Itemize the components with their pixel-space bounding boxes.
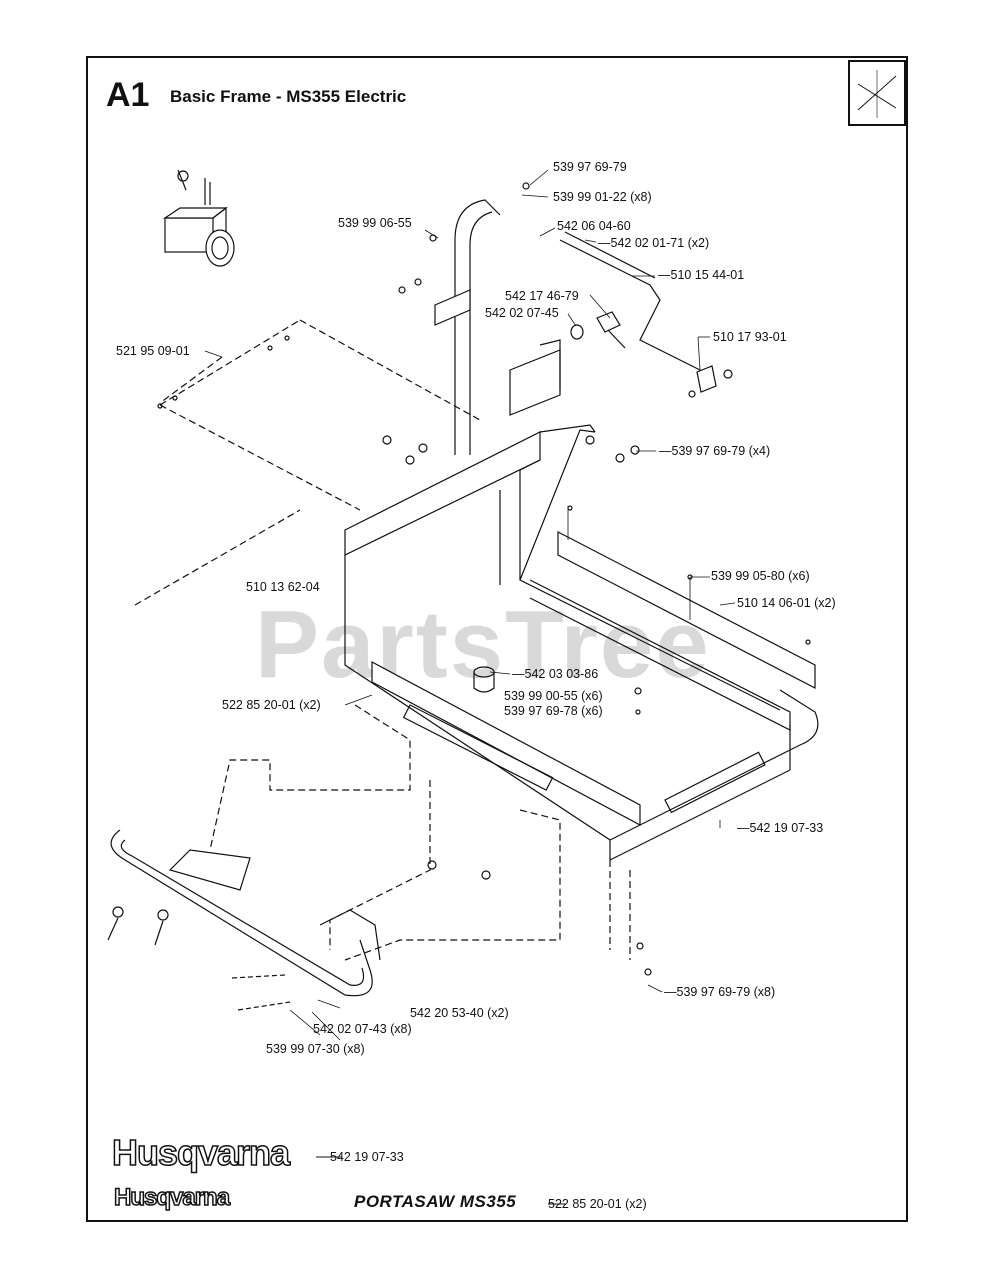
frame-box-510-13-62-04	[344, 424, 819, 861]
part-label: 542 17 46-79	[505, 289, 579, 303]
part-label: 510 13 62-04	[246, 580, 320, 594]
orientation-axes-icon	[857, 70, 897, 118]
handle-tube	[454, 199, 501, 455]
logo-part-label: 542 19 07-33	[330, 1150, 404, 1164]
cover-plate-521-95-09-01	[134, 319, 481, 606]
part-label: —539 97 69-79 (x4)	[659, 444, 771, 458]
part-label: 539 99 07-30 (x8)	[266, 1042, 365, 1056]
part-label: 510 14 06-01 (x2)	[737, 596, 836, 610]
part-label: 510 17 93-01	[713, 330, 787, 344]
model-part-label: 522 85 20-01 (x2)	[548, 1197, 647, 1211]
bolt-markers	[107, 182, 811, 1011]
rail-510-14-06-01	[529, 531, 816, 731]
part-label: —510 15 44-01	[658, 268, 745, 282]
foot-542-03-03-86	[473, 666, 495, 693]
part-label: 542 06 04-60	[557, 219, 631, 233]
leader-lines	[204, 169, 736, 1041]
shaft-510-15-44-01	[559, 231, 701, 371]
stand-legs	[209, 704, 631, 961]
part-label: 539 99 01-22 (x8)	[553, 190, 652, 204]
part-label: 542 20 53-40 (x2)	[410, 1006, 509, 1020]
part-label: 542 02 07-45	[485, 306, 559, 320]
part-label: 542 02 07-43 (x8)	[313, 1022, 412, 1036]
handle-bracket	[434, 289, 561, 416]
part-label: —539 97 69-79 (x8)	[664, 985, 776, 999]
hole-marker	[172, 395, 178, 401]
hole-marker	[267, 345, 273, 351]
model-name: PORTASAW MS355	[354, 1192, 517, 1211]
partstree-watermark: PartsTree	[255, 591, 711, 698]
husqvarna-logo-large: Husqvarna	[111, 1131, 291, 1174]
bracket-510-17-93-01	[688, 365, 733, 398]
part-label: 539 99 00-55 (x6)	[504, 689, 603, 703]
part-label: 539 99 06-55	[338, 216, 412, 230]
side-rail-522-85-20-01	[371, 660, 766, 827]
part-label: —542 03 03-86	[512, 667, 599, 681]
part-label: 521 95 09-01	[116, 344, 190, 358]
motor-assembly	[163, 169, 235, 267]
tube-frame-542-20-53-40	[110, 829, 381, 997]
part-label: —542 02 01-71 (x2)	[598, 236, 710, 250]
husqvarna-logo-small: Husqvarna	[113, 1183, 231, 1212]
hole-marker	[157, 403, 163, 409]
diagram-title: Basic Frame - MS355 Electric	[170, 87, 407, 106]
diagram-sheet-border	[86, 56, 908, 1222]
orientation-box	[848, 60, 906, 126]
washer-markers	[382, 435, 642, 715]
lever-542-17-46-79	[570, 311, 626, 349]
part-label: 539 97 69-79	[553, 160, 627, 174]
part-label: 539 97 69-78 (x6)	[504, 704, 603, 718]
part-label: 539 99 05-80 (x6)	[711, 569, 810, 583]
part-label: —542 19 07-33	[737, 821, 824, 835]
hole-marker	[284, 335, 290, 341]
section-code: A1	[106, 76, 150, 114]
part-label: 522 85 20-01 (x2)	[222, 698, 321, 712]
